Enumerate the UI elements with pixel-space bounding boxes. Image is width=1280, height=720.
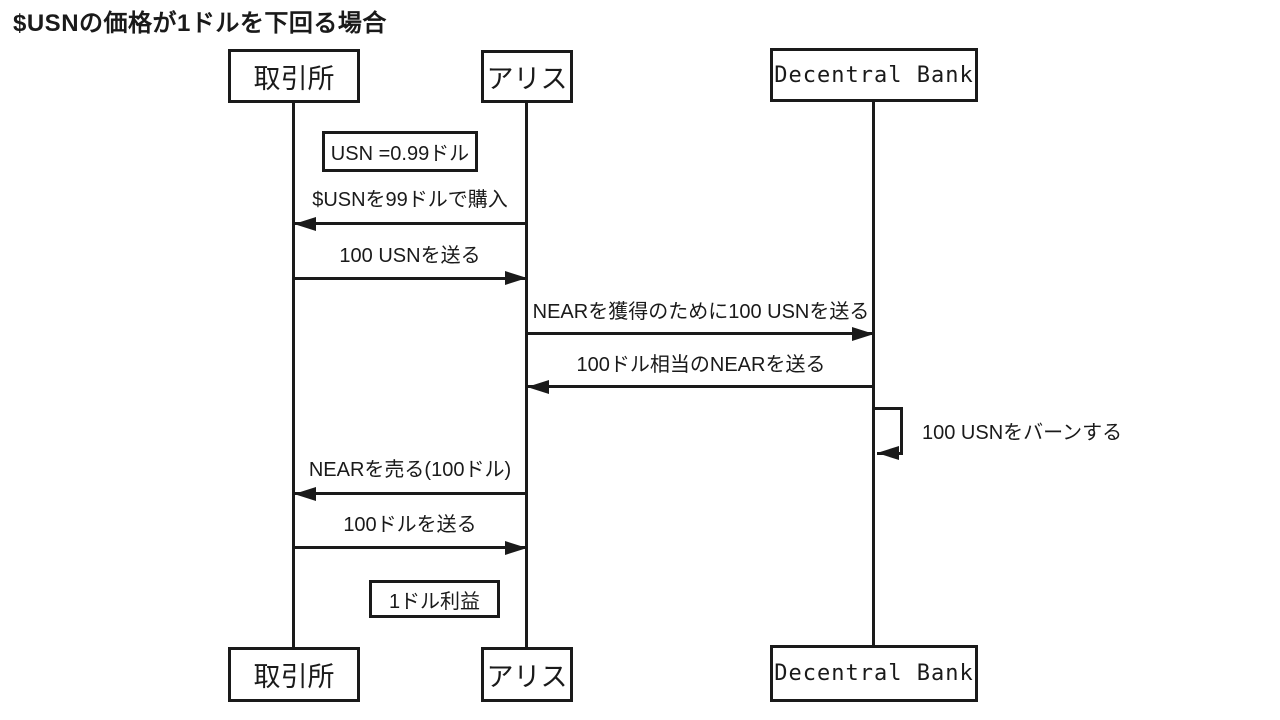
self-message-top-segment [874,407,903,410]
actor-alice-label: アリス [486,662,568,692]
message-line [294,546,527,549]
actor-decentral-bank-bottom: Decentral Bank [770,645,978,702]
lifeline-exchange [292,103,295,649]
diagram-title: $USNの価格が1ドルを下回る場合 [13,10,387,37]
arrowhead-left-icon [527,380,549,394]
message-label-sell-near: NEARを売る(100ドル) [308,457,512,483]
lifeline-alice [525,103,528,649]
actor-exchange-label: 取引所 [253,662,335,692]
message-line [527,385,874,388]
arrowhead-right-icon [505,271,527,285]
note-profit-label: 1ドル利益 [388,590,481,613]
message-line [294,222,527,225]
arrowhead-right-icon [852,327,874,341]
actor-exchange-top: 取引所 [228,49,360,103]
lifeline-decentral-bank [872,102,875,647]
actor-alice-label: アリス [486,64,568,94]
message-line [527,332,874,335]
message-label-send-100usn: 100 USNを送る [339,243,481,269]
note-profit: 1ドル利益 [369,580,500,618]
actor-alice-top: アリス [481,50,573,103]
message-label-send-near: 100ドル相当のNEARを送る [576,352,826,378]
message-label-buy-usn: $USNを99ドルで購入 [312,187,508,213]
arrowhead-right-icon [505,541,527,555]
actor-exchange-label: 取引所 [253,63,335,94]
message-label-burn-usn: 100 USNをバーンする [922,420,1123,446]
message-label-send-usn-for-near: NEARを獲得のために100 USNを送る [532,299,870,325]
message-label-send-100-dollars: 100ドルを送る [343,512,477,538]
actor-exchange-bottom: 取引所 [228,647,360,702]
actor-decentral-bank-label: Decentral Bank [774,661,974,686]
note-usn-price: USN =0.99ドル [322,131,478,172]
message-line [294,277,527,280]
arrowhead-left-icon [294,217,316,231]
note-usn-price-label: USN =0.99ドル [330,143,470,165]
self-message-right-segment [900,407,903,455]
actor-decentral-bank-label: Decentral Bank [774,62,974,88]
actor-decentral-bank-top: Decentral Bank [770,48,978,102]
actor-alice-bottom: アリス [481,647,573,702]
arrowhead-left-icon [877,446,899,460]
message-line [294,492,527,495]
arrowhead-left-icon [294,487,316,501]
